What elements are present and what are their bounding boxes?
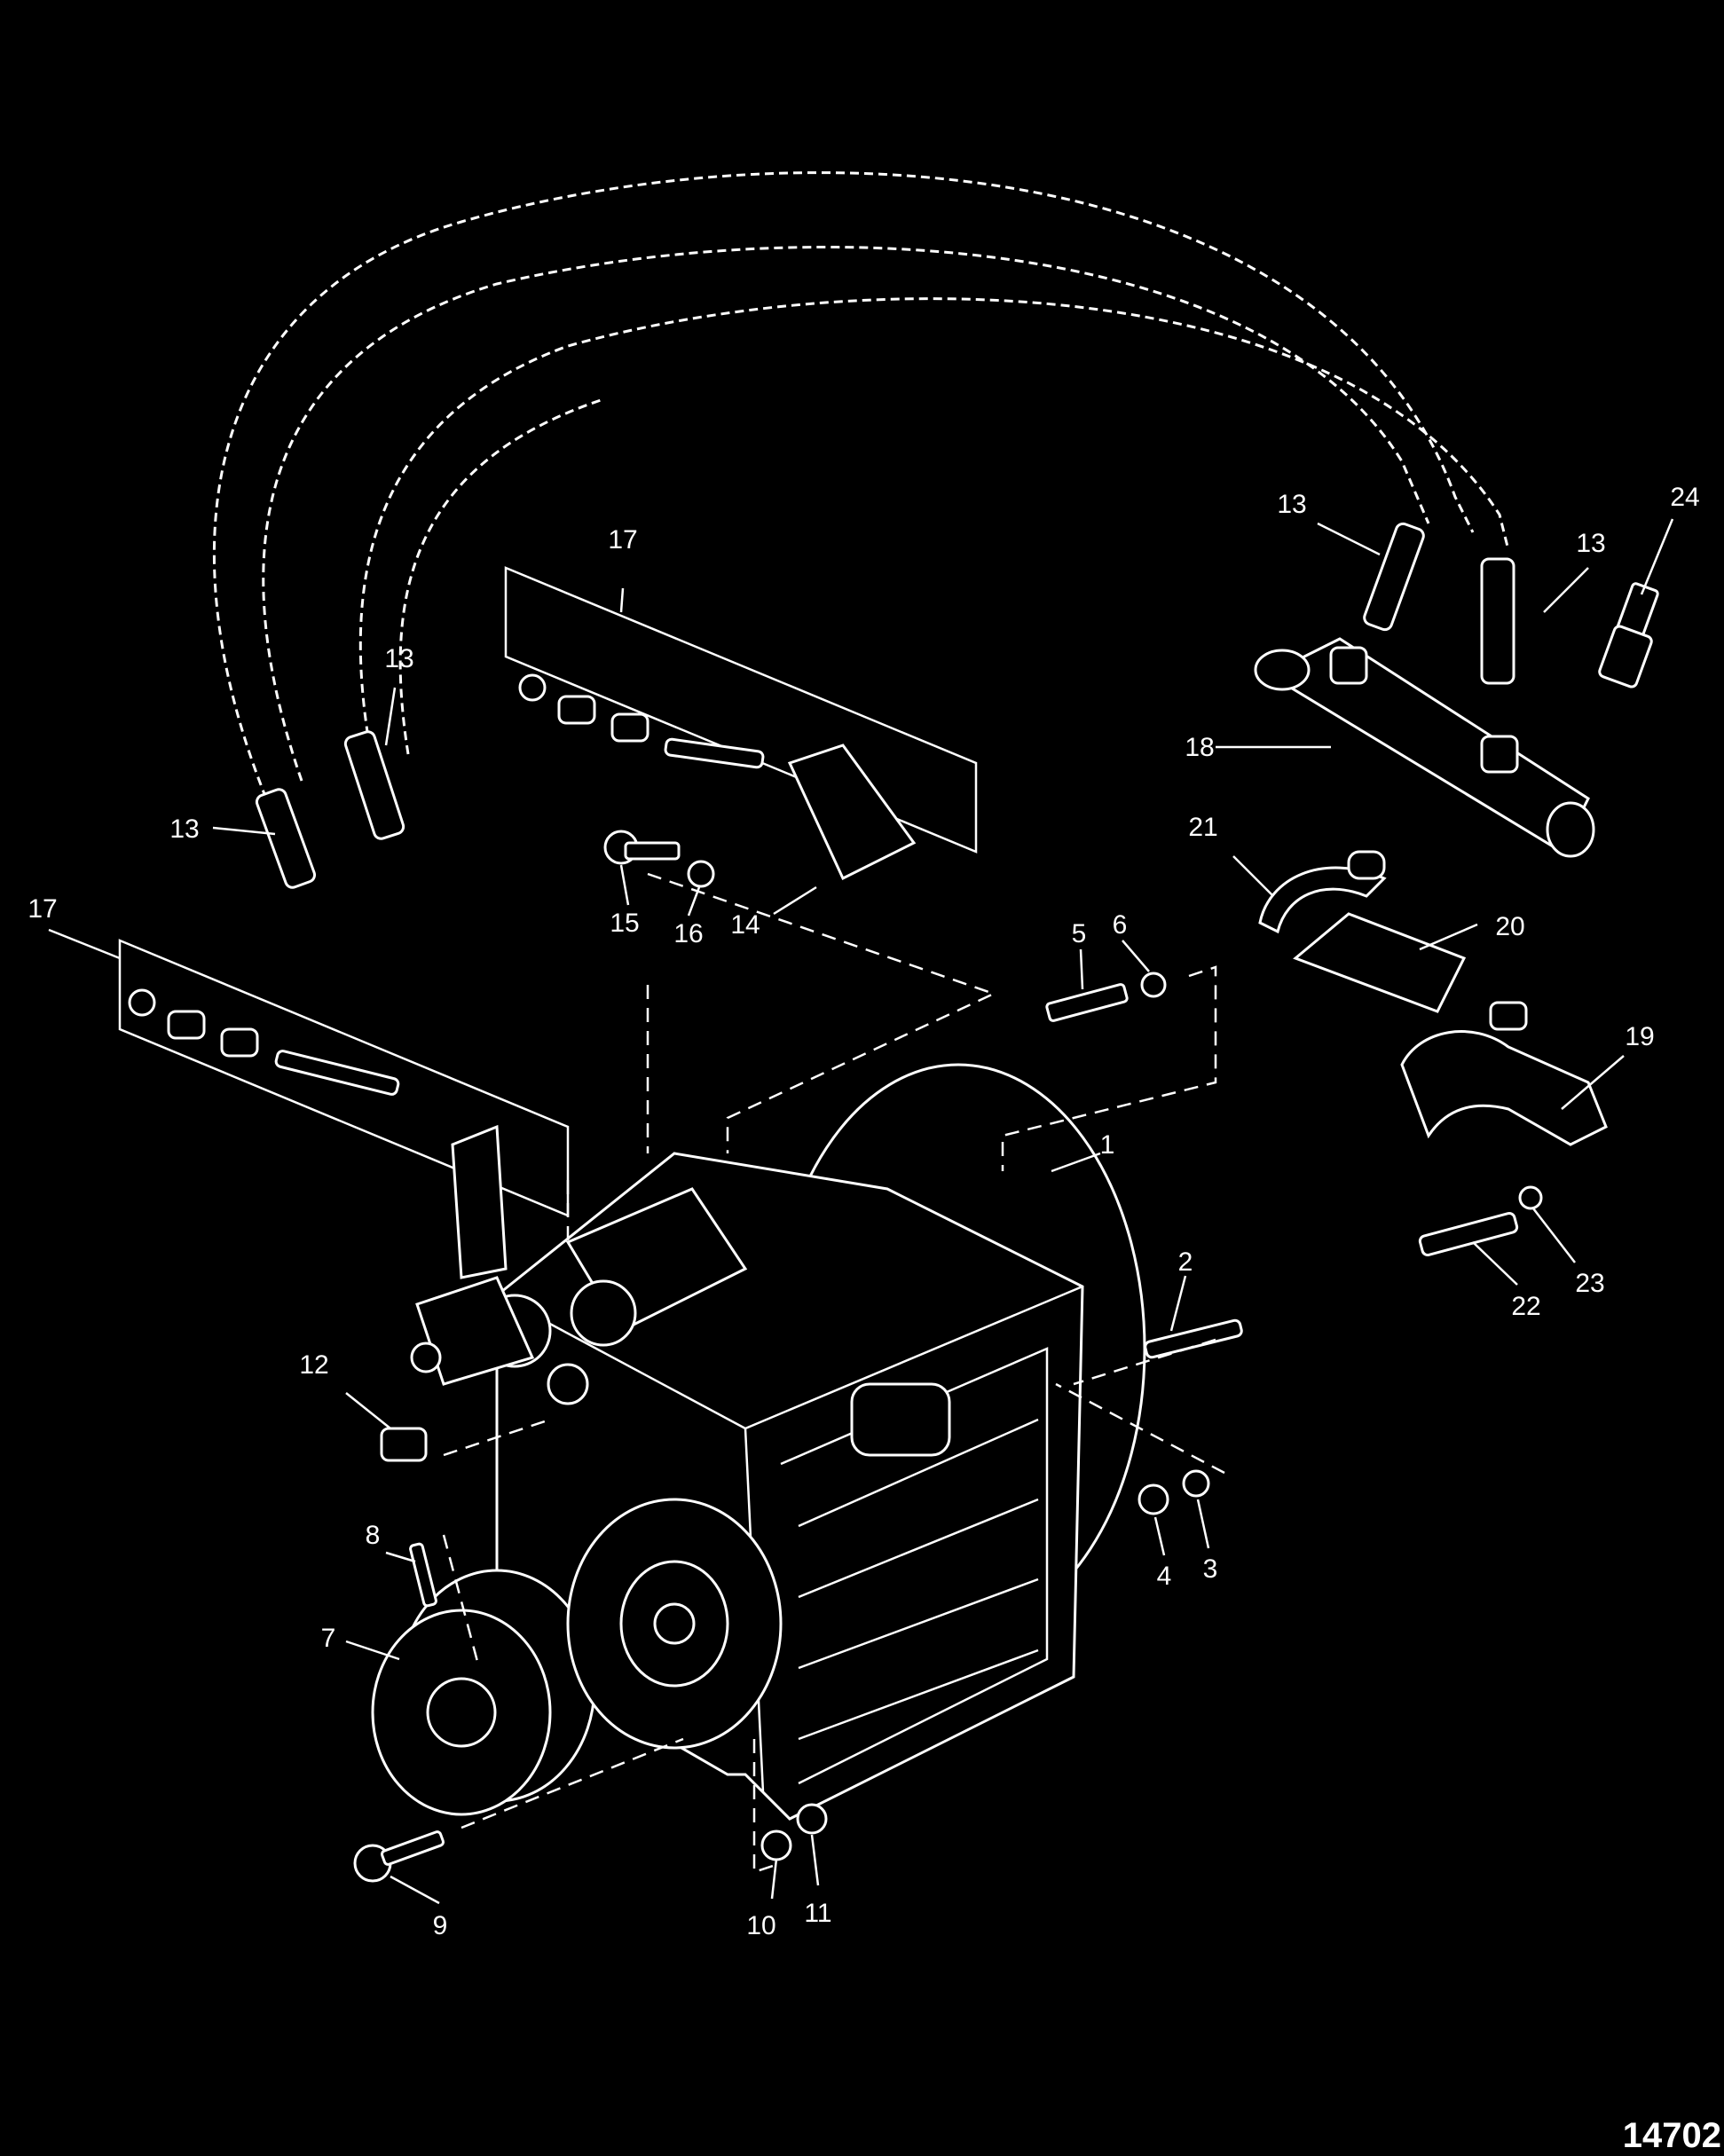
- callout-20: 20: [1495, 912, 1524, 941]
- callout-4: 4: [1157, 1562, 1172, 1591]
- callout-13-right: 13: [1576, 529, 1605, 558]
- clamp-and-bracket: [1258, 850, 1608, 1146]
- callout-13-center: 13: [384, 644, 413, 673]
- bracket-group-17-lower: [118, 939, 570, 1279]
- callouts: 1 2 3 4 5 6 7 8 9 10 11 12 13 13 13 13 1…: [28, 483, 1699, 1940]
- callout-1: 1: [1100, 1130, 1115, 1160]
- figure-id: 14702: [1623, 2116, 1721, 2155]
- cooler-hoses: [212, 171, 1510, 799]
- leader-lines: [48, 518, 1674, 1905]
- callout-3: 3: [1203, 1554, 1218, 1584]
- callout-9: 9: [433, 1911, 448, 1940]
- callout-13-right-upper: 13: [1277, 490, 1306, 519]
- stud-2: [1144, 1318, 1243, 1359]
- callout-17-upper: 17: [608, 525, 637, 555]
- callout-14: 14: [730, 910, 760, 940]
- callout-13-left: 13: [169, 814, 199, 844]
- callout-7: 7: [321, 1624, 336, 1653]
- cooler-tube-18: [1254, 637, 1595, 858]
- callout-11: 11: [804, 1899, 831, 1928]
- callout-18: 18: [1185, 733, 1214, 762]
- callout-8: 8: [366, 1521, 381, 1550]
- bolt-9: [353, 1830, 445, 1883]
- nut-4-washer-3: [1138, 1469, 1210, 1515]
- callout-6: 6: [1113, 910, 1128, 940]
- bracket-group-17-upper: [504, 566, 978, 881]
- sensor-24: [1598, 582, 1659, 689]
- callout-21: 21: [1188, 813, 1217, 842]
- transmission-housing: [410, 1063, 1146, 1821]
- callout-23: 23: [1575, 1269, 1604, 1298]
- callout-10: 10: [746, 1911, 775, 1940]
- hose-fittings: [255, 522, 1515, 889]
- bolt-15-washer-16-plate-14: [603, 830, 715, 888]
- callout-24: 24: [1670, 483, 1699, 512]
- callout-2: 2: [1178, 1247, 1193, 1277]
- sensor-12: [380, 1427, 428, 1462]
- bolt-22-washer-23: [1418, 1185, 1543, 1257]
- callout-16: 16: [673, 919, 703, 948]
- front-hub: [566, 1498, 783, 1750]
- callout-19: 19: [1625, 1022, 1654, 1051]
- callout-12: 12: [299, 1350, 328, 1380]
- callout-5: 5: [1072, 919, 1087, 948]
- bolt-5-washer-6: [1045, 972, 1167, 1022]
- assembly-dashed-lines: [442, 872, 1225, 1874]
- coupler-7: [371, 1569, 596, 1816]
- callout-22: 22: [1511, 1292, 1540, 1321]
- callout-17-lower: 17: [28, 894, 57, 924]
- screw-8: [409, 1542, 437, 1608]
- callout-15: 15: [610, 909, 639, 938]
